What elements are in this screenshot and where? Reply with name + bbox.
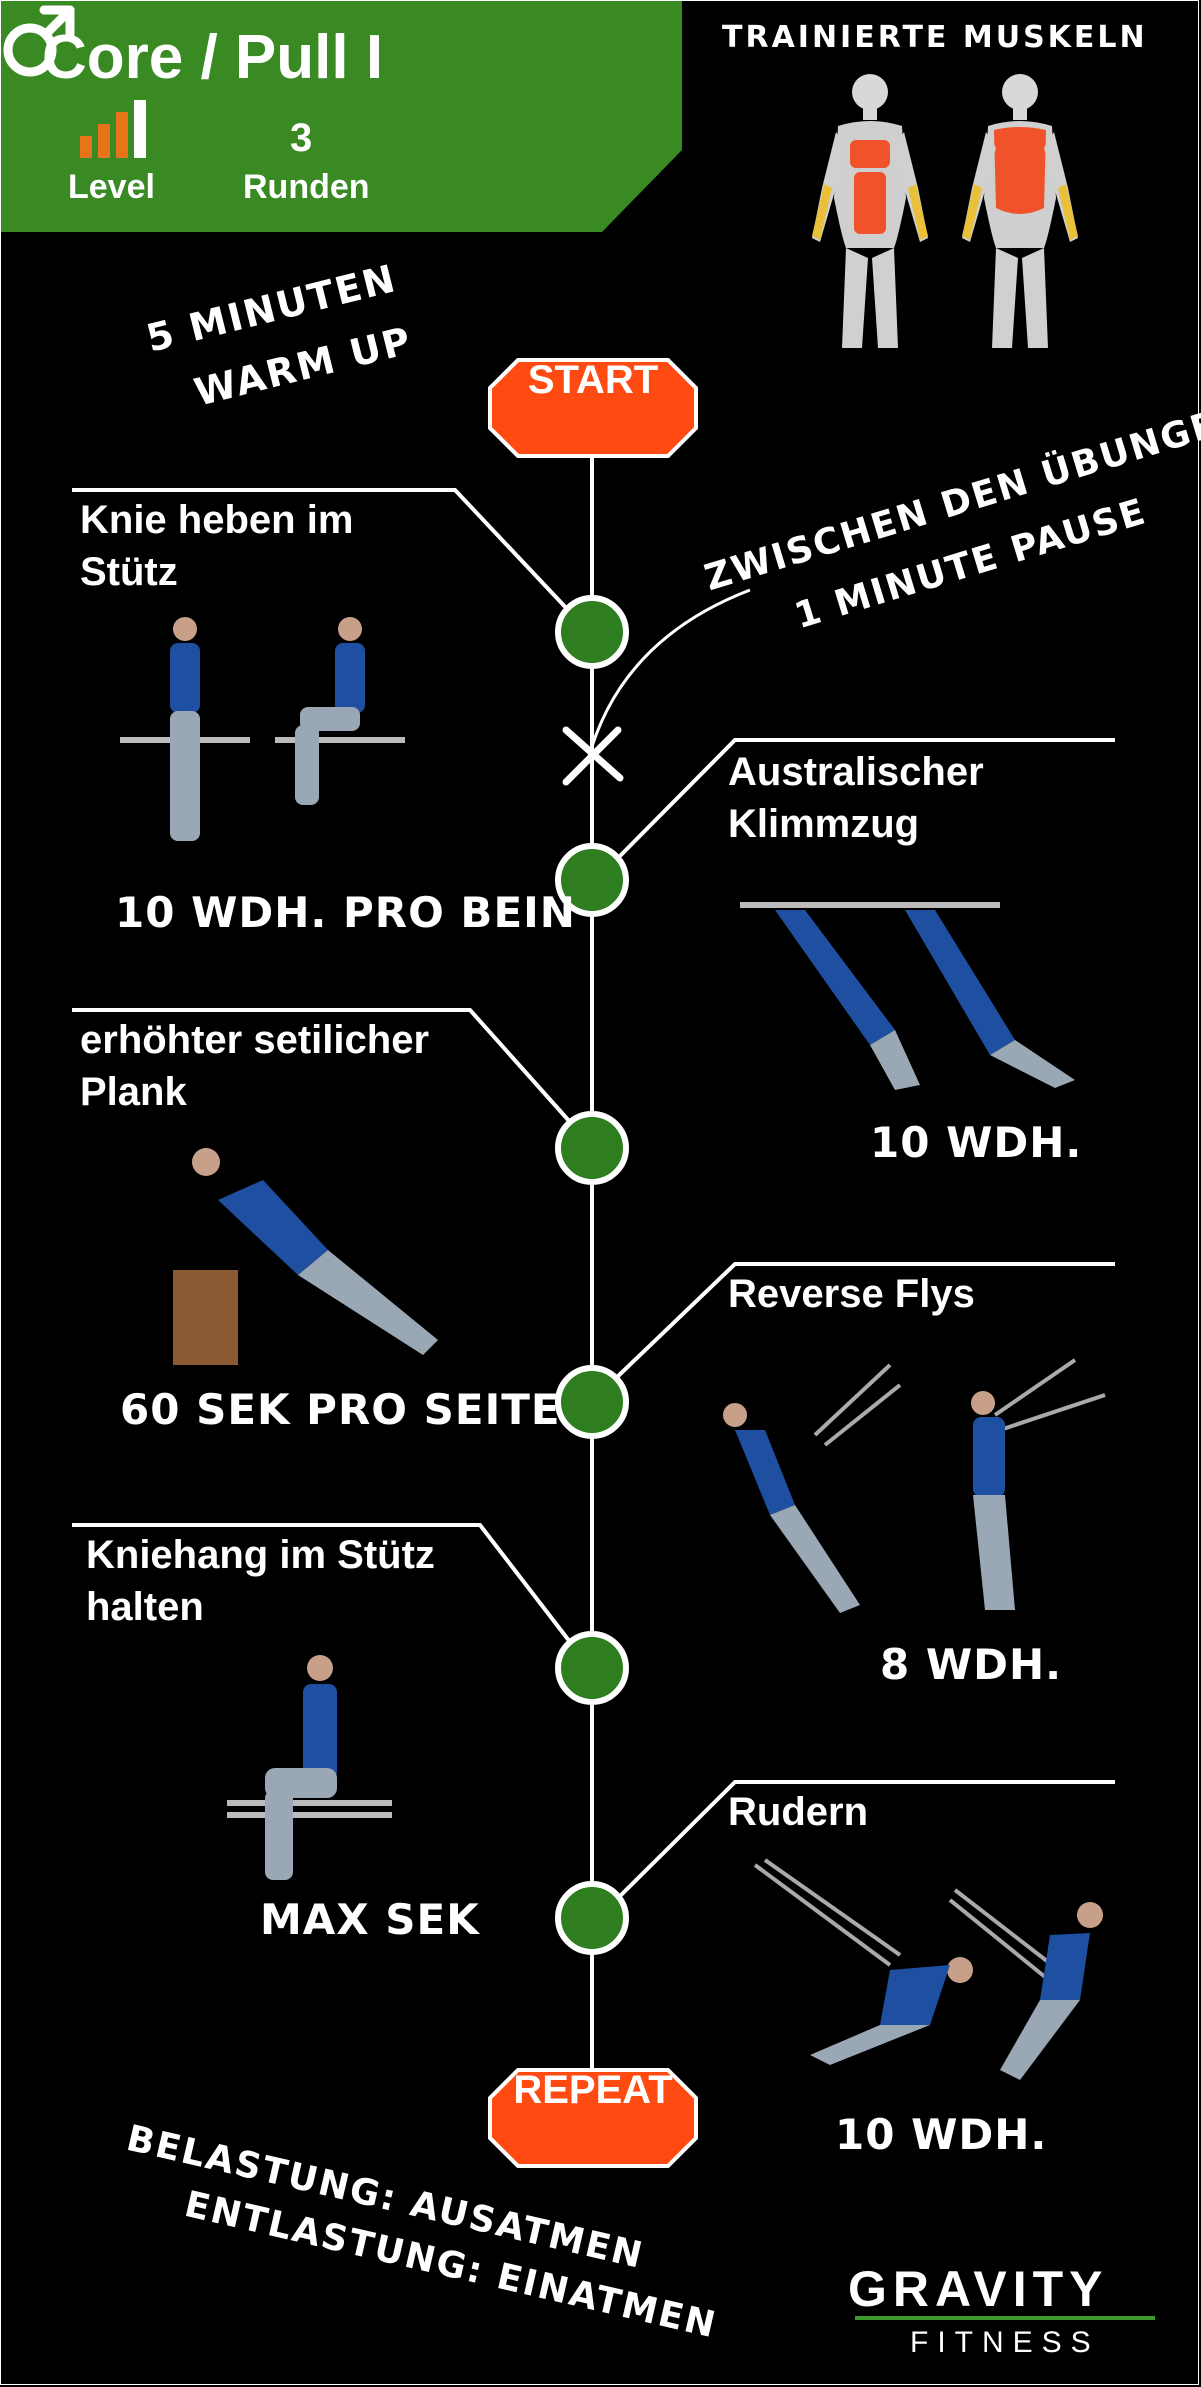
- start-badge: START: [488, 358, 698, 458]
- exercise-2-reps: 10 WDH.: [870, 1118, 1083, 1167]
- exercise-5-title: Kniehang im Stütz halten: [86, 1533, 435, 1629]
- rounds-label: Runden: [243, 168, 370, 206]
- body-front-icon: [812, 74, 928, 348]
- connector-6: [612, 1780, 1115, 1904]
- repeat-badge: REPEAT: [488, 2068, 698, 2168]
- exercise-4-title: Reverse Flys: [728, 1272, 975, 1316]
- exercise-6-title: Rudern: [728, 1790, 868, 1834]
- connector-1: [72, 488, 572, 614]
- muscle-figures: [812, 74, 1078, 348]
- pause-arrow: [586, 588, 751, 761]
- pause-cross-icon: [562, 726, 624, 786]
- exercise-6-photo: [753, 1858, 1103, 2080]
- gravity-logo-sub: FITNESS: [910, 2326, 1100, 2359]
- connector-3: [72, 1008, 572, 1124]
- repeat-label: REPEAT: [513, 2068, 673, 2112]
- timeline-node-5: [555, 1631, 629, 1705]
- exercise-5-reps: MAX SEK: [260, 1895, 480, 1944]
- connector-2: [612, 738, 1115, 864]
- timeline-node-6: [555, 1881, 629, 1955]
- exercise-3-reps: 60 SEK PRO SEITE: [120, 1385, 561, 1434]
- workout-title: Core / Pull I: [42, 23, 384, 92]
- timeline-node-1: [555, 595, 629, 669]
- body-back-icon: [962, 74, 1078, 348]
- timeline-node-4: [555, 1365, 629, 1439]
- rounds-count: 3: [290, 116, 313, 160]
- exercise-4-reps: 8 WDH.: [880, 1640, 1063, 1689]
- exercise-2-title: Australischer Klimmzug: [728, 750, 984, 846]
- exercise-3-photo: [173, 1148, 438, 1365]
- connector-5: [72, 1523, 572, 1644]
- exercise-4-photo: [723, 1358, 1106, 1613]
- exercise-3-title: erhöhter setilicher Plank: [80, 1018, 430, 1114]
- logo-divider: [855, 2316, 1155, 2320]
- header-panel: Core / Pull I Level 3 Runden: [0, 0, 682, 238]
- exercise-5-photo: [227, 1655, 392, 1880]
- exercise-2-photo: [740, 902, 1075, 1090]
- gravity-logo: GRAVITY: [848, 2261, 1109, 2317]
- exercise-1-reps: 10 WDH. PRO BEIN: [115, 888, 576, 937]
- male-symbol-icon: [3, 5, 75, 77]
- exercise-1-title: Knie heben im Stütz: [80, 498, 354, 594]
- muscles-title: TRAINIERTE MUSKELN: [722, 20, 1148, 55]
- header-background: [0, 0, 682, 232]
- level-label: Level: [68, 168, 155, 206]
- timeline-node-3: [555, 1111, 629, 1185]
- connector-4: [612, 1262, 1115, 1382]
- start-label: START: [527, 358, 659, 402]
- timeline-node-2: [555, 843, 629, 917]
- exercise-6-reps: 10 WDH.: [835, 2110, 1048, 2159]
- exercise-1-photo: [120, 617, 405, 841]
- level-bars-icon: [80, 100, 155, 158]
